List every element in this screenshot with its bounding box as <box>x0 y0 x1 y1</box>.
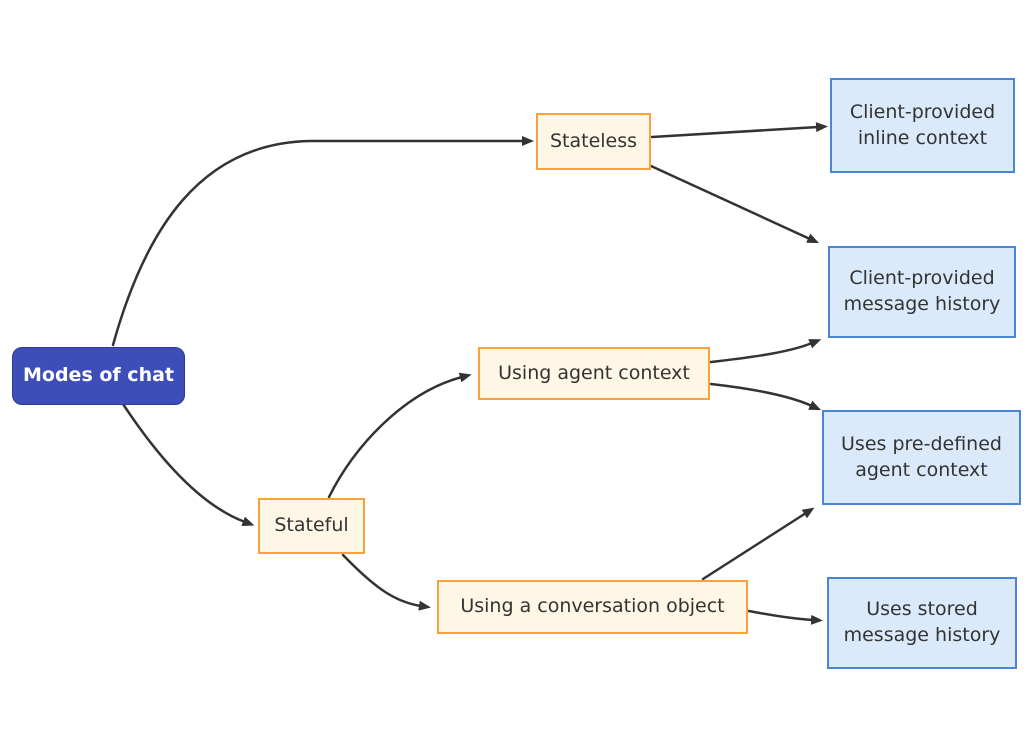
edge-stateful-conversation-object <box>341 553 431 611</box>
edge-stateless-inline-context <box>650 122 828 139</box>
edge-stateless-message-history <box>649 164 820 244</box>
edge-conversation-object-stored-history <box>747 609 823 625</box>
edge-stateful-agent-context <box>327 372 472 499</box>
node-modes-of-chat: Modes of chat <box>12 347 185 405</box>
node-client-provided-inline-context: Client-provided inline context <box>830 78 1015 173</box>
edge-agent-context-message-history <box>709 339 822 364</box>
edge-root-stateless <box>111 136 534 347</box>
node-uses-predefined-agent-context: Uses pre-defined agent context <box>822 410 1021 505</box>
edge-conversation-object-predefined <box>701 507 815 581</box>
node-uses-stored-message-history: Uses stored message history <box>827 577 1017 669</box>
edge-agent-context-predefined <box>709 382 822 411</box>
node-using-conversation-object: Using a conversation object <box>437 580 748 634</box>
node-using-agent-context: Using agent context <box>478 347 710 400</box>
edge-root-stateful <box>121 402 255 526</box>
node-stateful: Stateful <box>258 498 365 554</box>
node-stateless: Stateless <box>536 113 651 170</box>
node-client-provided-message-history: Client-provided message history <box>828 246 1016 338</box>
